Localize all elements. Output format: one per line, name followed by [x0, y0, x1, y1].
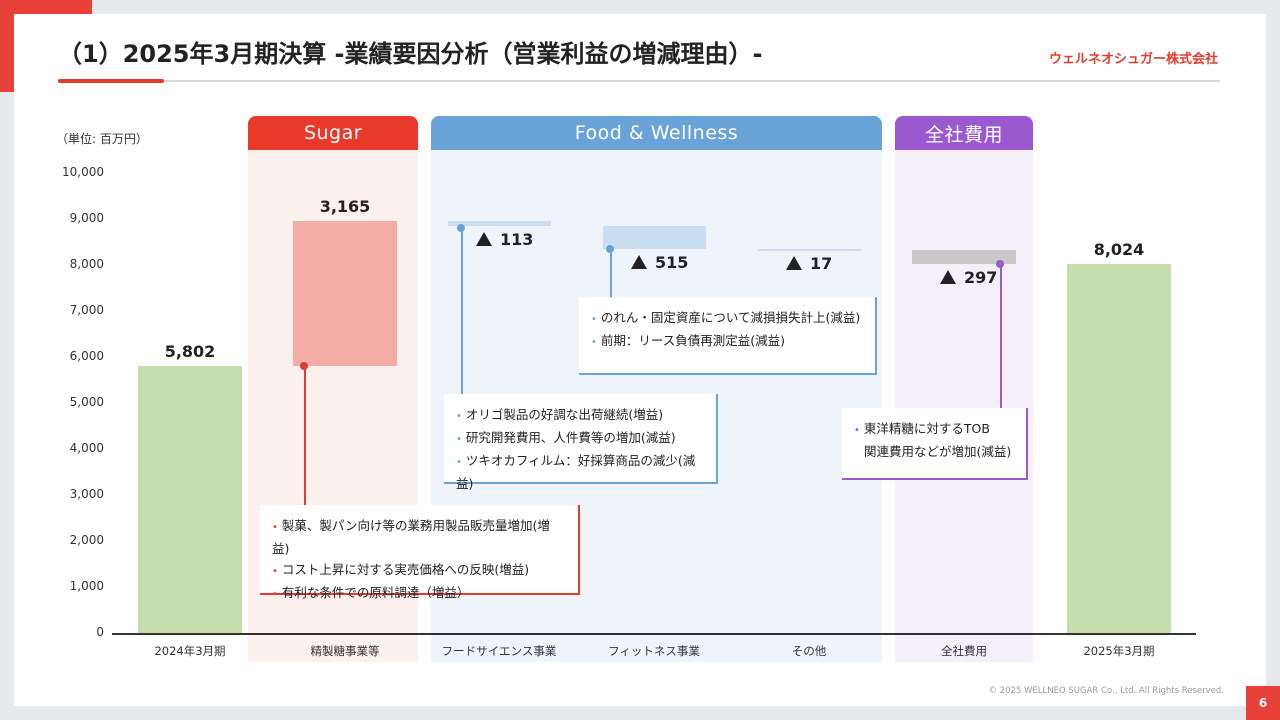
y-tick-label: 9,000 [69, 211, 104, 225]
callout-item: •のれん・固定資産について減損損失計上(減益) [591, 310, 861, 325]
panel-corporate-header: 全社費用 [895, 116, 1033, 150]
y-tick-label: 3,000 [69, 487, 104, 501]
y-tick-label: 4,000 [69, 441, 104, 455]
corporate-connector-dot [996, 260, 1004, 268]
title-accent-bar [58, 79, 164, 83]
title-divider [58, 80, 1220, 82]
callout-item: •ツキオカフィルム：好採算商品の減少(減益) [456, 453, 696, 491]
waterfall-bar [293, 220, 397, 367]
panel-sugar-header: Sugar [248, 116, 418, 150]
triangle-decrease-icon [786, 256, 802, 271]
triangle-decrease-icon [476, 231, 492, 246]
y-tick-label: 0 [96, 625, 104, 639]
x-category-label: 2025年3月期 [1083, 644, 1155, 658]
sugar-connector [304, 366, 306, 506]
company-logo: ウェルネオシュガー株式会社 [1048, 52, 1218, 67]
corporate-connector [1000, 264, 1002, 408]
fitness-connector-dot [606, 245, 614, 253]
bar-decrease-label: 297 [940, 268, 997, 287]
triangle-decrease-icon [631, 255, 647, 270]
callout-item: •コスト上昇に対する実売価格への反映(増益) [272, 562, 530, 577]
triangle-decrease-icon [940, 269, 956, 284]
x-category-label: 2024年3月期 [154, 644, 226, 658]
x-category-label: 全社費用 [941, 644, 987, 658]
waterfall-bar [448, 220, 551, 226]
waterfall-bar [603, 225, 706, 250]
y-tick-label: 8,000 [69, 257, 104, 271]
page-title: （1）2025年3月期決算 -業績要因分析（営業利益の増減理由）- [58, 40, 763, 68]
callout-item: 関連費用などが増加(減益) [864, 444, 1012, 459]
fitness-connector [610, 249, 612, 297]
sugar-connector-dot [300, 362, 308, 370]
bar-value-label: 3,165 [319, 196, 371, 216]
callout-item: •オリゴ製品の好調な出荷継続(増益) [456, 407, 664, 422]
waterfall-bar [758, 249, 861, 251]
food-science-connector [461, 228, 463, 394]
page-number: 6 [1246, 686, 1280, 720]
bar-decrease-label: 17 [786, 254, 832, 273]
callout-food-science: •オリゴ製品の好調な出荷継続(増益) •研究開発費用、人件費等の増加(減益) •… [444, 394, 718, 491]
x-category-label: フードサイエンス事業 [441, 644, 557, 658]
panel-food-wellness-header: Food & Wellness [431, 116, 882, 150]
callout-sugar: •製菓、製パン向け等の業務用製品販売量増加(増益) •コスト上昇に対する実売価格… [260, 505, 580, 600]
callout-item: •有利な条件での原料調達（増益） [272, 585, 470, 600]
waterfall-bar [138, 366, 242, 633]
callout-item: •前期：リース負債再測定益(減益) [591, 333, 786, 348]
bar-decrease-label: 515 [631, 253, 688, 272]
callout-item: •東洋精糖に対するTOB [854, 421, 990, 436]
y-tick-label: 10,000 [62, 165, 104, 179]
y-tick-label: 6,000 [69, 349, 104, 363]
bar-value-label: 5,802 [164, 342, 216, 362]
panel-corporate: 全社費用 [895, 116, 1033, 662]
callout-fitness: •のれん・固定資産について減損損失計上(減益) •前期：リース負債再測定益(減益… [579, 297, 877, 375]
y-tick-label: 2,000 [69, 533, 104, 547]
callout-item: •製菓、製パン向け等の業務用製品販売量増加(増益) [272, 518, 550, 556]
copyright-footer: © 2025 WELLNEO SUGAR Co., Ltd. All Right… [988, 686, 1224, 696]
x-axis-line [112, 633, 1196, 635]
x-category-label: その他 [791, 644, 827, 658]
waterfall-bar [912, 250, 1016, 264]
callout-item: •研究開発費用、人件費等の増加(減益) [456, 430, 676, 445]
y-tick-label: 1,000 [69, 579, 104, 593]
y-tick-label: 7,000 [69, 303, 104, 317]
y-tick-label: 5,000 [69, 395, 104, 409]
panel-corporate-body [895, 150, 1033, 662]
food-science-connector-dot [457, 224, 465, 232]
x-category-label: フィットネス事業 [608, 644, 700, 658]
bar-value-label: 8,024 [1093, 239, 1145, 259]
callout-corporate: •東洋精糖に対するTOB 関連費用などが増加(減益) [842, 408, 1028, 480]
x-category-label: 精製糖事業等 [310, 644, 380, 658]
waterfall-bar [1067, 263, 1171, 633]
bar-decrease-label: 113 [476, 230, 533, 249]
unit-label: （単位: 百万円） [56, 132, 148, 146]
